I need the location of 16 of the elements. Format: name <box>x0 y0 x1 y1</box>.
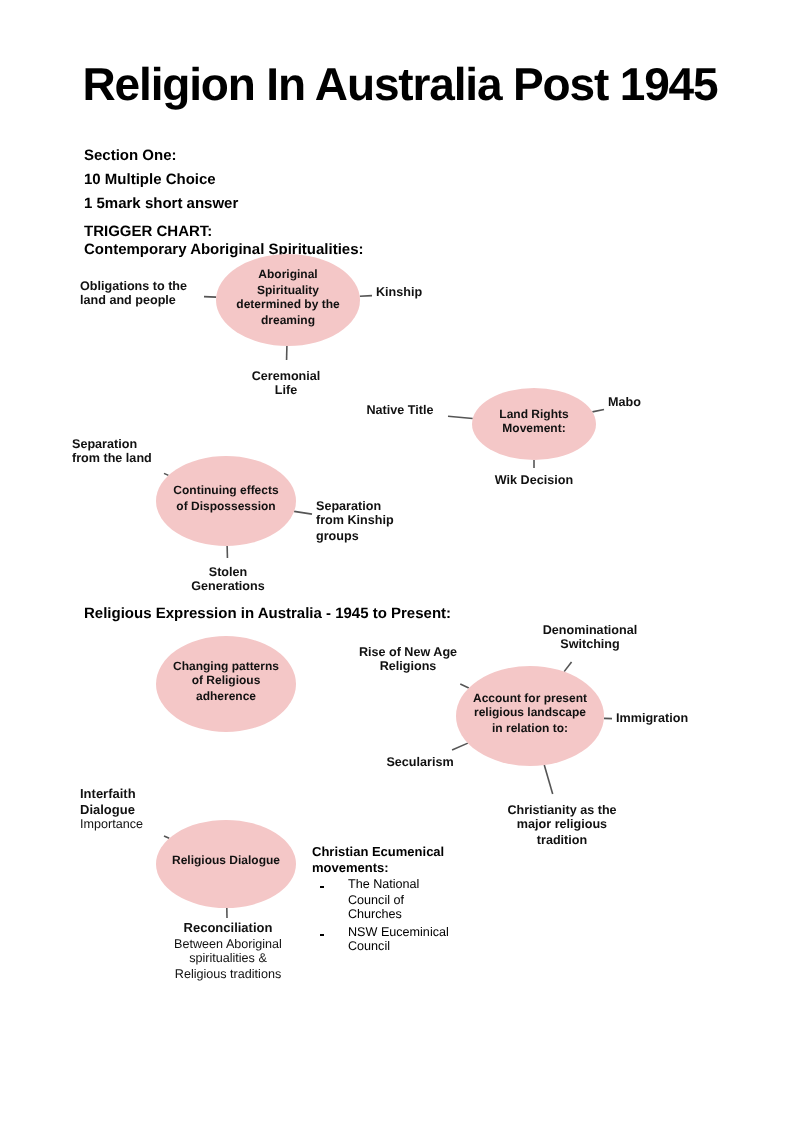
connector-line <box>543 764 554 795</box>
topic-ellipse <box>456 666 604 766</box>
connector-line <box>285 345 288 361</box>
connector-line <box>533 459 535 469</box>
page-title: Religion In Australia Post 1945 <box>80 56 720 112</box>
connector-line <box>459 683 470 689</box>
connector-line <box>226 545 229 559</box>
connector-line <box>358 294 373 298</box>
connector-line <box>563 661 573 673</box>
connector-line <box>451 742 469 751</box>
connector-line <box>163 835 170 840</box>
connector-line <box>293 510 313 515</box>
connector-line <box>447 415 474 420</box>
connector-line <box>226 907 228 919</box>
connector-line <box>203 295 217 298</box>
connector-line <box>163 472 170 477</box>
